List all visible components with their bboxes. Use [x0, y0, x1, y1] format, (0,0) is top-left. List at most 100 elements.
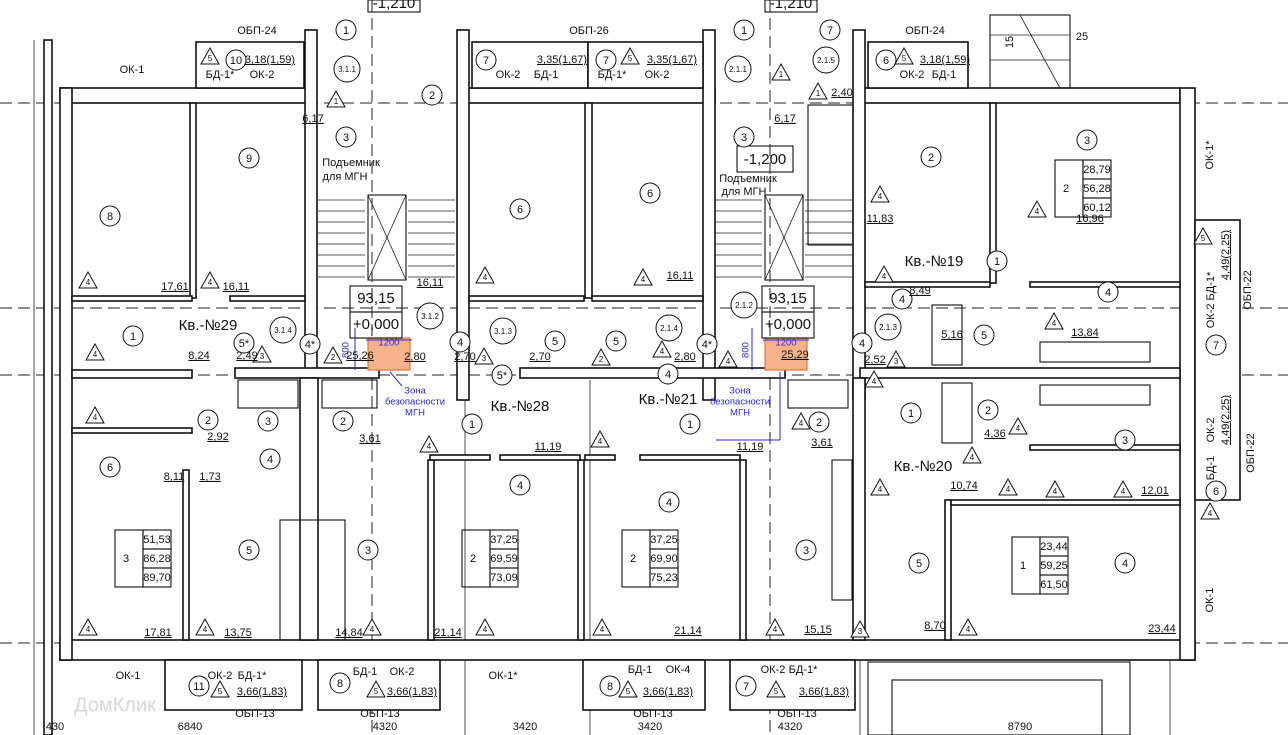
- triangle-marker: [200, 46, 220, 65]
- room-number: 8: [337, 678, 343, 690]
- room-number: 3: [741, 132, 747, 144]
- window-label: ОБП-13: [777, 708, 817, 720]
- triangle-number: 5: [628, 54, 633, 63]
- room-number: 1: [741, 25, 747, 37]
- room-number-marker: [335, 19, 357, 41]
- room-number: 7: [827, 25, 833, 37]
- area-value: 89,70: [143, 572, 171, 584]
- triangle-number: 4: [878, 485, 883, 494]
- room-number-marker: [1205, 480, 1227, 502]
- room-number-marker: [1114, 552, 1136, 574]
- room-number: 4: [859, 338, 865, 350]
- triangle-marker: [652, 339, 672, 358]
- room-number: 2: [340, 416, 346, 428]
- walls: [43, 0, 1241, 735]
- area-value: 56,28: [1083, 183, 1111, 195]
- triangle-marker: [850, 619, 870, 638]
- window-label: БД-1: [353, 666, 377, 678]
- room-area: 1,73: [199, 471, 220, 483]
- triangle-number: 4: [726, 357, 731, 366]
- room-number: 4: [665, 369, 671, 381]
- area-value: 59,25: [1040, 560, 1068, 572]
- room-number-marker: [357, 539, 379, 561]
- triangle-number: 4: [1016, 424, 1021, 433]
- room-area: 4,49(2,25): [1220, 395, 1232, 445]
- room-number: 2: [429, 90, 435, 102]
- room-number-marker: [1076, 129, 1098, 151]
- room-area: 2,52: [864, 354, 885, 366]
- room-area: 14,84: [335, 627, 363, 639]
- triangle-marker: [864, 369, 884, 388]
- room-number-marker: [875, 49, 897, 71]
- room-number-marker: [639, 182, 661, 204]
- window-label: БД-1: [534, 69, 558, 81]
- triangle-marker: [475, 617, 495, 636]
- room-number-marker: [475, 49, 497, 71]
- safety-zone-label: безопасности: [710, 397, 770, 408]
- room-number-marker: [225, 49, 247, 71]
- room-number-marker: [679, 413, 701, 435]
- room-area: 2,80: [404, 351, 425, 363]
- room-area: 8,24: [188, 350, 209, 362]
- room-number: 2.1.3: [879, 323, 897, 332]
- room-area: 17,81: [144, 627, 172, 639]
- room-number: 2: [928, 152, 934, 164]
- triangle-marker: [998, 477, 1018, 496]
- triangle-marker: [362, 617, 382, 636]
- room-number-marker: [332, 410, 354, 432]
- room-number: 4: [666, 497, 672, 509]
- elevation-mark: -1,210: [770, 0, 813, 12]
- triangle-number: 5: [208, 54, 213, 63]
- triangle-marker: [771, 62, 791, 81]
- room-number: 3: [343, 132, 349, 144]
- room-number-marker: [795, 539, 817, 561]
- window-label: ОБП-22: [1242, 270, 1254, 310]
- window-label: БД-1: [1205, 456, 1217, 480]
- room-area: 3,66(1,83): [799, 686, 849, 698]
- room-number: 4: [457, 337, 463, 349]
- room-number: 6: [1213, 486, 1219, 498]
- dimension-label: 8790: [1008, 721, 1032, 733]
- room-number: 3: [1122, 435, 1128, 447]
- room-number: 4: [899, 294, 905, 306]
- triangle-number: 3: [260, 352, 265, 361]
- triangle-number: 1: [334, 97, 339, 106]
- triangle-marker: [870, 184, 890, 203]
- lift-label: Подъемник: [322, 157, 380, 169]
- room-number-marker: [735, 675, 757, 697]
- room-number-marker: [299, 333, 321, 355]
- window-label: ОБП-13: [235, 708, 275, 720]
- room-number: 3: [803, 545, 809, 557]
- room-number-marker: [605, 330, 627, 352]
- apartment-label: Кв.-№28: [491, 398, 550, 415]
- window-label: ОК-1*: [488, 670, 518, 682]
- room-number: 5: [246, 545, 252, 557]
- window-label: ОК-2 БД-1*: [1205, 271, 1217, 328]
- area-table-cell: [1039, 574, 1069, 595]
- triangle-number: 4: [660, 347, 665, 356]
- window-label: ОБП-26: [569, 25, 609, 37]
- room-number-marker: [1114, 429, 1136, 451]
- window-label: ОК-2: [645, 69, 670, 81]
- window-label: ОК-2: [761, 664, 786, 676]
- triangle-number: 5: [902, 54, 907, 63]
- window-label: БД-1*: [206, 69, 235, 81]
- room-count: 2: [470, 553, 476, 565]
- room-area: 4,36: [984, 428, 1005, 440]
- room-number: 3.1.1: [338, 65, 356, 74]
- room-number-marker: [197, 409, 219, 431]
- triangle-marker: [718, 349, 738, 368]
- window-label: БД-1: [628, 664, 652, 676]
- room-area: 3,66(1,83): [643, 686, 693, 698]
- room-number-marker: [238, 147, 260, 169]
- room-area: 2,80: [674, 351, 695, 363]
- triangle-marker: [894, 46, 914, 65]
- dimension-label: 3420: [513, 721, 537, 733]
- area-table-cell: [1082, 197, 1112, 218]
- room-number: 3: [1084, 135, 1090, 147]
- room-number-marker: [509, 474, 531, 496]
- room-area: 13,84: [1071, 327, 1099, 339]
- triangle-marker: [1045, 479, 1065, 498]
- room-number-marker: [421, 84, 443, 106]
- room-number: 6: [517, 204, 523, 216]
